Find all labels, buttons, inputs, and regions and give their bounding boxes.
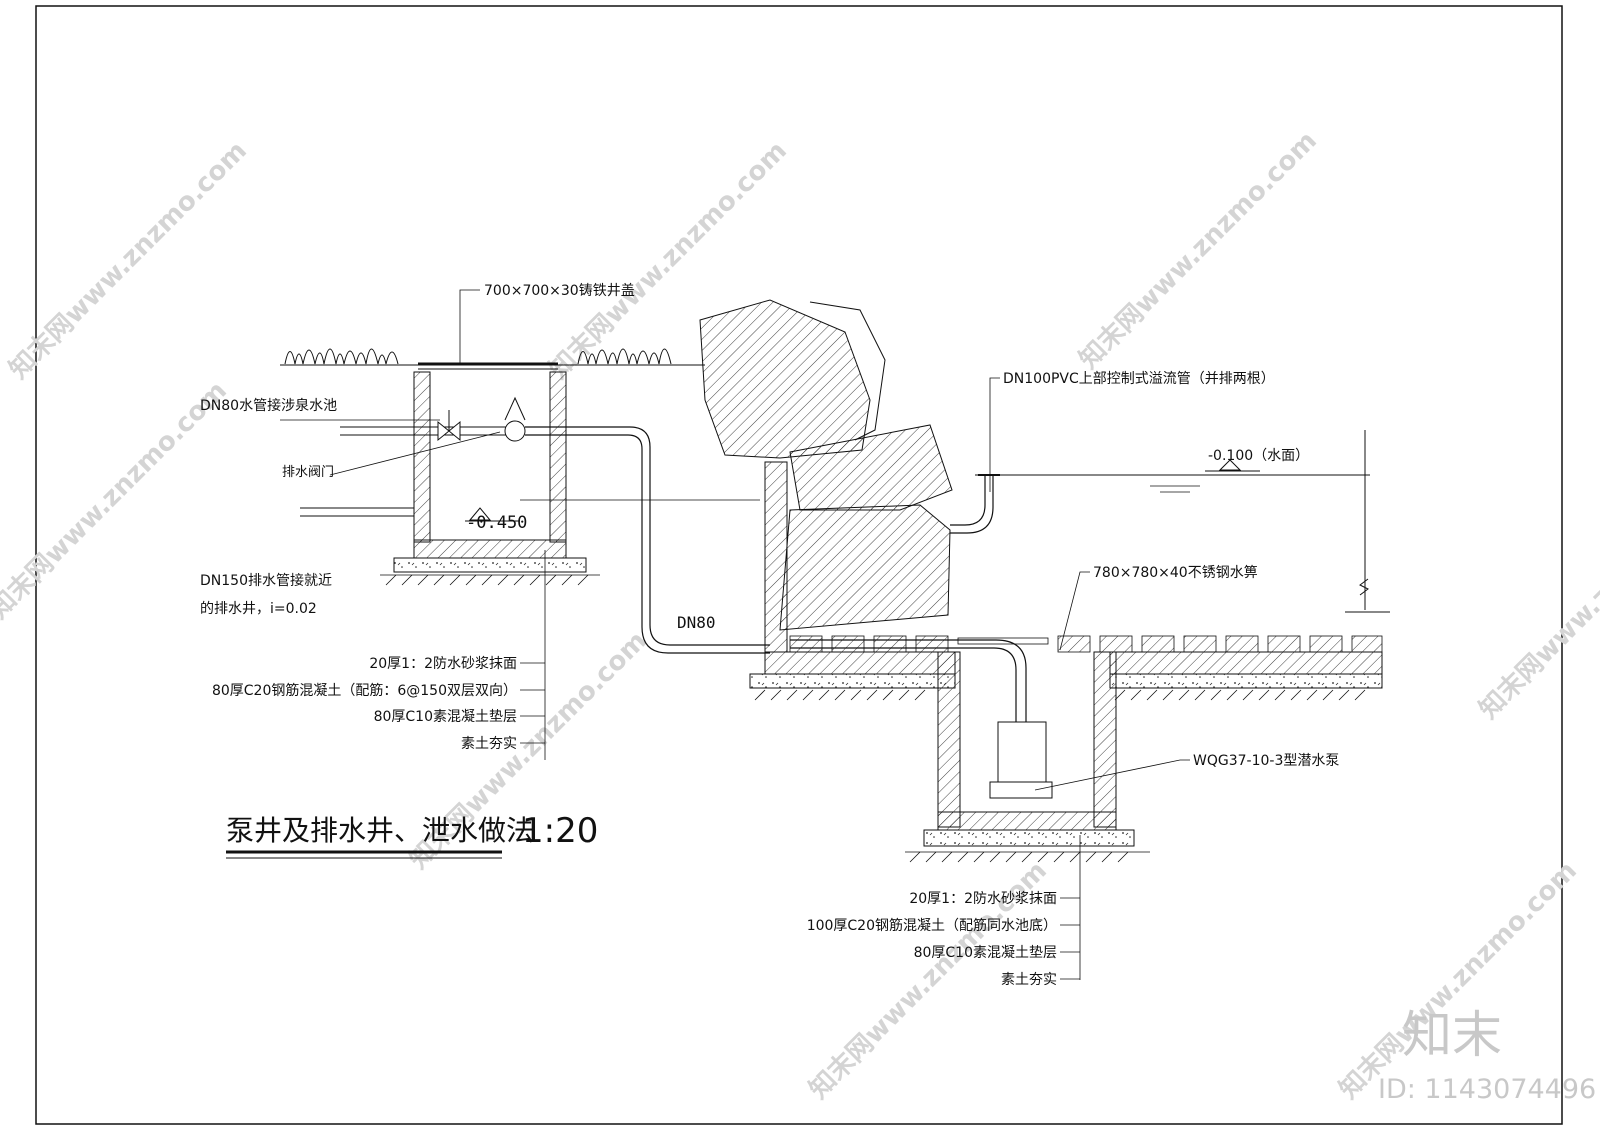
- label-well-level: -0.450: [466, 513, 527, 533]
- watermark-logo: 知末: [1402, 1006, 1502, 1064]
- drawing-scale: 1:20: [522, 811, 598, 851]
- watermark-site: 知末网www.znzmo.com: [4, 136, 253, 385]
- layer-item: 素土夯实: [461, 736, 517, 752]
- label-grate: 780×780×40不锈钢水箅: [1093, 565, 1258, 581]
- watermark-site: 知末网www.znzmo.com: [1334, 856, 1583, 1105]
- layer-item: 80厚C10素混凝土垫层: [374, 709, 517, 725]
- layer-item: 100厚C20钢筋混凝土（配筋同水池底）: [807, 917, 1057, 934]
- layer-item: 20厚1：2防水砂浆抹面: [369, 656, 517, 672]
- label-drain-pipe-1: DN150排水管接就近: [200, 572, 332, 589]
- label-pump: WQG37-10-3型潜水泵: [1193, 753, 1339, 769]
- label-water-level: -0.100（水面）: [1208, 448, 1309, 464]
- watermark-site: 知末网www.znzmo.com: [1074, 126, 1323, 375]
- watermark-site: 知末网www.znzmo.com: [0, 376, 233, 625]
- leader-lines: [280, 377, 1190, 980]
- layers-left: 20厚1：2防水砂浆抹面 80厚C20钢筋混凝土（配筋：6@150双层双向） 8…: [212, 656, 517, 752]
- rock-bottom: [779, 504, 951, 631]
- rock-middle: [789, 424, 953, 511]
- label-inlet-pipe: DN80水管接涉泉水池: [200, 397, 337, 414]
- drain-well: [280, 289, 770, 654]
- grass-left: [280, 348, 705, 366]
- layer-item: 素土夯实: [1001, 972, 1057, 988]
- grate-blocks: [789, 635, 1383, 653]
- drawing-title: 泵井及排水井、泄水做法: [226, 814, 534, 847]
- rock-back: [809, 301, 886, 441]
- watermark-id: ID: 1143074496: [1378, 1074, 1596, 1105]
- layer-item: 80厚C10素混凝土垫层: [914, 945, 1057, 961]
- label-overflow: DN100PVC上部控制式溢流管（并排两根）: [1003, 371, 1275, 387]
- label-drain-valve: 排水阀门: [282, 465, 334, 480]
- drawing-title-block: 泵井及排水井、泄水做法 1:20: [226, 811, 598, 859]
- layers-right: 20厚1：2防水砂浆抹面 100厚C20钢筋混凝土（配筋同水池底） 80厚C10…: [807, 891, 1057, 988]
- watermark-site: 知末网www.znzmo.com: [1474, 476, 1600, 725]
- label-cover: 700×700×30铸铁井盖: [484, 283, 635, 299]
- label-pipe-dn80: DN80: [677, 613, 716, 632]
- pump-body: [997, 721, 1047, 785]
- rock-top: [699, 299, 871, 459]
- layer-item: 20厚1：2防水砂浆抹面: [909, 891, 1057, 907]
- pool-section: [699, 299, 1390, 863]
- drawing-frame: [35, 5, 1563, 1125]
- layer-item: 80厚C20钢筋混凝土（配筋：6@150双层双向）: [212, 682, 517, 699]
- label-drain-pipe-2: 的排水井，i=0.02: [200, 601, 317, 617]
